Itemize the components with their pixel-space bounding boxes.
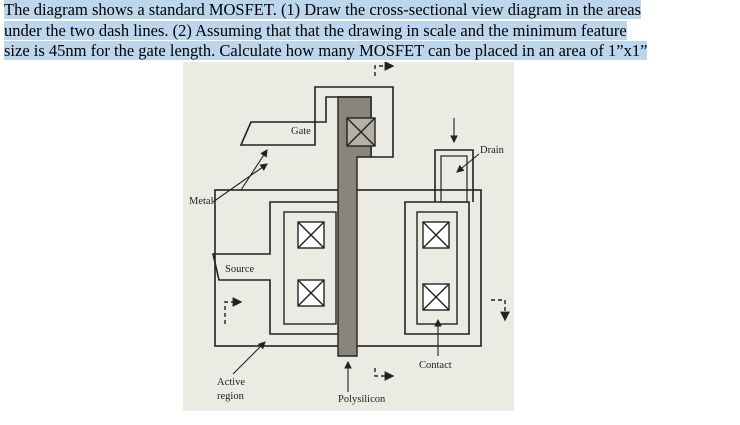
- drain-metal-top-inner: [440, 155, 468, 203]
- label-drain: Drain: [480, 145, 505, 156]
- mosfet-layout-svg: Gate Drain Metal Source Contact Active r…: [189, 62, 510, 405]
- label-active: Active: [217, 377, 245, 388]
- gate-leader: [240, 149, 268, 191]
- label-polysilicon: Polysilicon: [338, 394, 386, 405]
- question-line-3: size is 45nm for the gate length. Calcul…: [4, 41, 648, 60]
- drain-metal-top: [434, 149, 474, 202]
- section-marker-top: [374, 62, 395, 76]
- label-contact: Contact: [419, 360, 452, 371]
- question-text-1a: The diagram shows a standard MOSFET. (1)…: [4, 0, 404, 19]
- drain-contact-bottom: [422, 283, 450, 311]
- source-active-inner: [283, 211, 337, 325]
- gate-contact: [346, 117, 376, 147]
- drain-contact-top: [422, 221, 450, 249]
- section-marker-left: [224, 297, 243, 324]
- mosfet-layout-figure: Gate Drain Metal Source Contact Active r…: [183, 62, 514, 411]
- question-line-2: under the two dash lines. (2) Assuming t…: [4, 21, 627, 40]
- metal-leader: [212, 163, 268, 203]
- question-text-2: under the two dash lines. (2) Assuming t…: [4, 21, 627, 40]
- section-marker-bottom: [374, 368, 395, 381]
- active-region-leader: [232, 341, 266, 375]
- question-line-1: The diagram shows a standard MOSFET. (1)…: [4, 0, 642, 19]
- gate-metal: [239, 86, 394, 158]
- label-region: region: [217, 391, 245, 402]
- question-text-3: size is 45nm for the gate length. Calcul…: [4, 41, 648, 60]
- source-contact-bottom: [297, 279, 325, 307]
- polysilicon-strip: [337, 96, 372, 357]
- drain-leader: [456, 153, 480, 173]
- section-marker-right: [491, 299, 510, 322]
- question-text-1b: -sectional view diagram in the areas: [403, 0, 642, 19]
- label-metal: Metal: [189, 196, 214, 207]
- source-contact-top: [297, 221, 325, 249]
- label-source: Source: [225, 264, 254, 275]
- label-gate: Gate: [291, 126, 311, 137]
